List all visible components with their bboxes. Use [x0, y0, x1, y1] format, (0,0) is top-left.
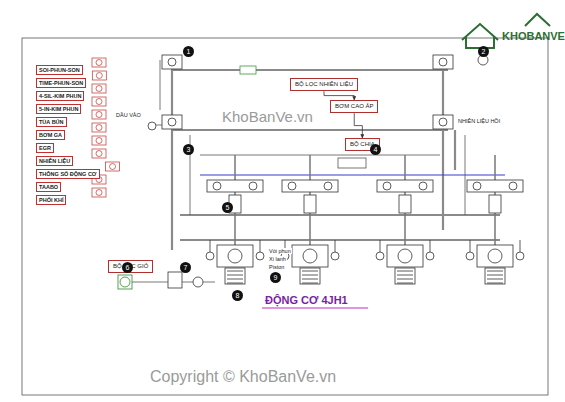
legend-row: TAABO [36, 175, 61, 193]
legend-row: 4-SIL-KIM PHUN [36, 84, 84, 102]
callout-number: 2 [478, 46, 489, 57]
watermark-text: Copyright © KhoBanVe.vn [150, 368, 336, 386]
legend-row: BƠM GA [36, 123, 65, 141]
legend-symbol [92, 149, 106, 158]
box-label: BỘ LỌC NHIÊN LIỆU [295, 81, 353, 88]
legend-row: TIME-PHUN-SON [36, 71, 86, 89]
legend-text: TIME-PHUN-SON [36, 78, 86, 88]
callout-number: 9 [270, 272, 281, 283]
legend-symbol [92, 136, 106, 145]
legend-text: BƠM GA [36, 130, 65, 140]
legend-symbol [92, 84, 106, 93]
legend-text: 4-SIL-KIM PHUN [36, 91, 84, 101]
diagram-title: ĐỘNG CƠ 4JH1 [265, 294, 348, 307]
legend-text: SOI-PHUN-SON [36, 65, 83, 75]
legend-text: PHỐI KHÍ [36, 195, 66, 205]
legend-text: TAABO [36, 182, 61, 192]
watermark-text: KhoBanVe.vn [222, 108, 313, 125]
legend-symbol [106, 162, 120, 171]
callout-number: 1 [183, 46, 194, 57]
legend-text: TỦA BÚN [36, 117, 67, 127]
flow-connector [324, 91, 354, 100]
box-label: BƠM CAO ÁP [335, 103, 373, 110]
flow-connector [354, 113, 362, 138]
legend-text: EGR [36, 143, 54, 153]
legend-row: NHIÊN LIỆU [36, 149, 73, 167]
part-label: Vòi phun [268, 248, 292, 254]
callout-number: 8 [232, 290, 243, 301]
callout-number: 7 [180, 262, 191, 273]
watermark-text: KHOBANVE [502, 30, 565, 43]
callout-number: 3 [183, 144, 194, 155]
part-label: Xi lanh [268, 256, 287, 262]
legend-symbol [92, 97, 106, 106]
callout-number: 5 [222, 202, 233, 213]
legend-symbol [92, 123, 106, 132]
component-box: BƠM CAO ÁP [330, 100, 378, 113]
legend-symbol [92, 71, 106, 80]
legend-row: SOI-PHUN-SON [36, 58, 83, 76]
cylinder-units [206, 155, 524, 284]
legend-symbol [92, 58, 106, 67]
part-label: NHIÊN LIỆU HỒI [458, 118, 500, 124]
legend-text: NHIÊN LIỆU [36, 156, 73, 166]
legend-row: TỦA BÚN [36, 110, 67, 128]
legend-row: EGR [36, 136, 54, 154]
legend-symbol [92, 110, 106, 119]
legend-symbol [92, 188, 106, 197]
part-label: DẦU VÀO [116, 112, 141, 118]
legend-row: PHỐI KHÍ [36, 188, 66, 206]
legend-text: 5-IN-KIM PHUN [36, 104, 81, 114]
legend-text: THÔNG SỐ ĐỘNG CƠ [36, 169, 100, 179]
callout-number: 4 [370, 144, 381, 155]
legend-row: THÔNG SỐ ĐỘNG CƠ [36, 162, 100, 180]
part-label: Piston [268, 264, 285, 270]
legend-row: 5-IN-KIM PHUN [36, 97, 81, 115]
callout-number: 6 [122, 262, 133, 273]
component-box: BỘ LỌC NHIÊN LIỆU [290, 78, 358, 91]
